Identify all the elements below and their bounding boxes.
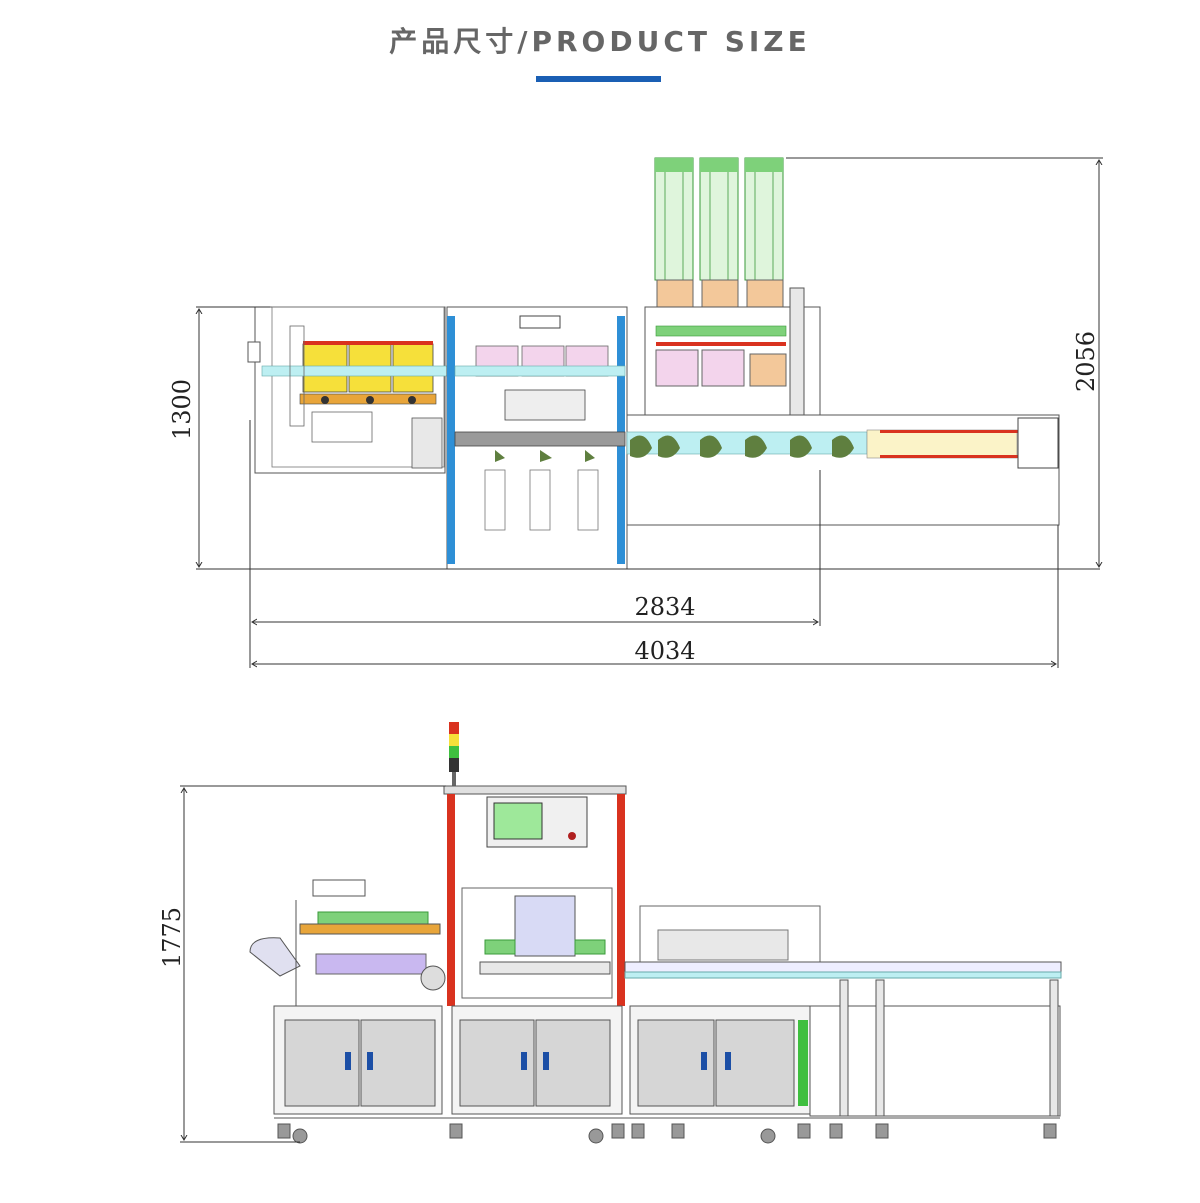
green-magazines	[654, 157, 784, 281]
title-underline	[536, 76, 661, 82]
side-view: 1775	[158, 722, 1062, 1144]
side-view-dimensions	[180, 785, 446, 1143]
cabinet-doors	[284, 1019, 808, 1107]
signal-tower	[449, 722, 459, 786]
cabinet-handles	[345, 1052, 731, 1070]
top-view: 1300 2056 2834 4034	[168, 157, 1103, 668]
orange-boxes	[656, 279, 784, 309]
dim-width-total: 4034	[634, 637, 695, 665]
page-title: 产品尺寸/PRODUCT SIZE	[389, 25, 811, 58]
dim-height-left: 1300	[168, 379, 196, 440]
top-view-dimensions	[196, 157, 1103, 668]
dim-height-right: 2056	[1072, 331, 1100, 392]
leaf-products	[630, 435, 854, 458]
dim-side-height: 1775	[158, 907, 186, 968]
feet	[277, 1123, 1057, 1144]
dim-width-inner: 2834	[634, 593, 695, 621]
